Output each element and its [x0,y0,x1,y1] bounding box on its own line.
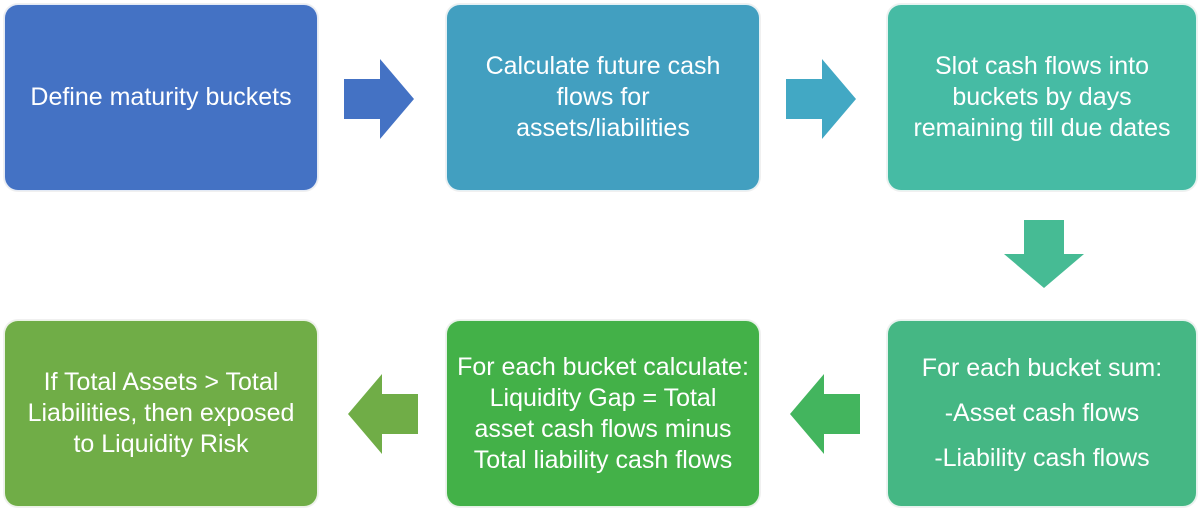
arrow-1-shape [344,59,414,139]
step-2-text: Calculate future cash flows for assets/l… [485,52,721,142]
step-4-line-2: -Asset cash flows [944,399,1140,427]
arrow-right-icon [786,59,856,139]
step-4-lines: For each bucket sum: -Asset cash flows -… [922,353,1162,474]
step-liquidity-gap: For each bucket calculate: Liquidity Gap… [446,320,760,507]
step-4-line-3: -Liability cash flows [934,444,1150,472]
step-liquidity-risk: If Total Assets > Total Liabilities, the… [4,320,318,507]
step-4-line-1: For each bucket sum: [921,354,1163,382]
step-define-maturity-buckets: Define maturity buckets [4,4,318,191]
step-slot-cash-flows: Slot cash flows into buckets by days rem… [887,4,1197,191]
arrow-4-shape [790,374,860,454]
arrow-down-icon [1004,220,1084,288]
arrow-left-icon [348,374,418,454]
arrow-3-shape [1004,220,1084,288]
arrow-right-icon [344,59,414,139]
arrow-left-icon [790,374,860,454]
arrow-2-shape [786,59,856,139]
step-1-text: Define maturity buckets [30,83,292,111]
step-6-text: If Total Assets > Total Liabilities, the… [27,368,295,458]
step-3-text: Slot cash flows into buckets by days rem… [913,52,1171,142]
arrow-5-shape [348,374,418,454]
step-calculate-cash-flows: Calculate future cash flows for assets/l… [446,4,760,191]
step-bucket-sum: For each bucket sum: -Asset cash flows -… [887,320,1197,507]
step-5-text: For each bucket calculate: Liquidity Gap… [457,352,749,474]
